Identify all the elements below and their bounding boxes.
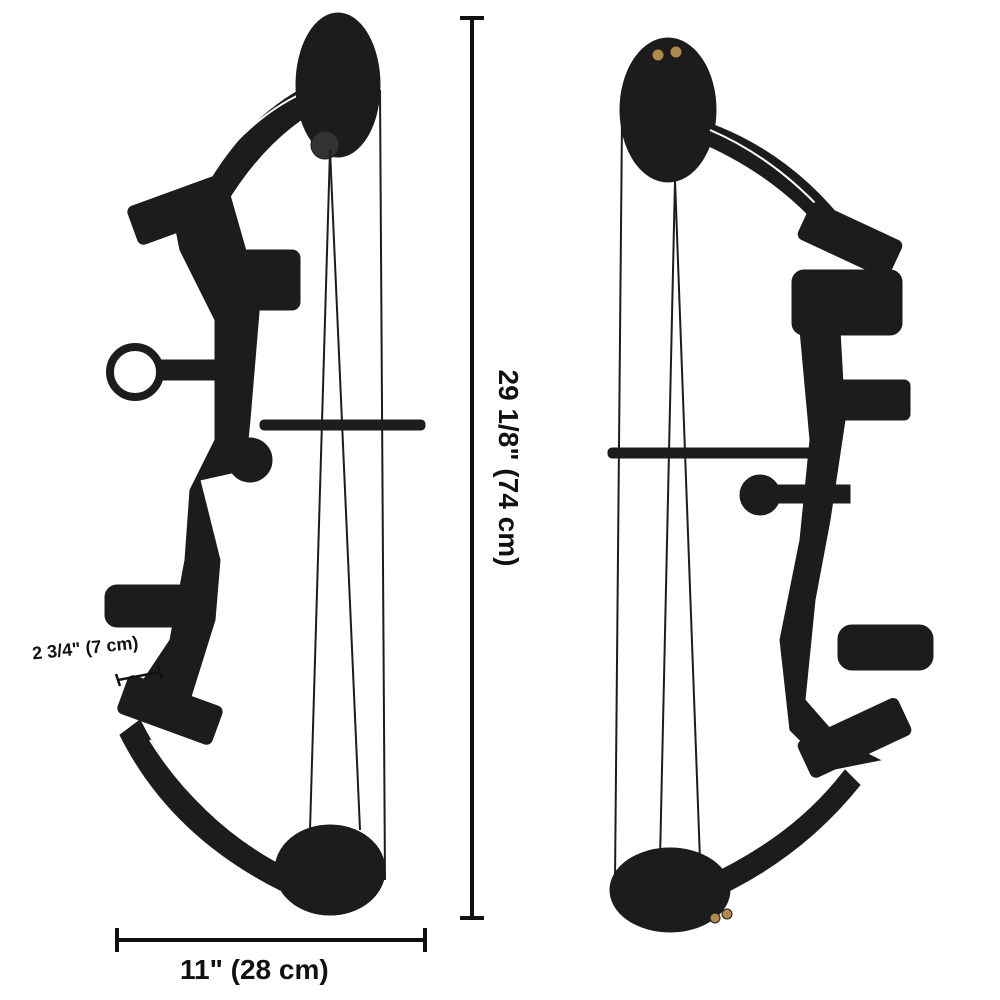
left-bow [104,12,426,916]
bottom-cam [609,847,731,933]
axle-to-axle-label: 29 1/8" (74 cm) [493,369,524,567]
quiver [791,269,903,336]
stabilizer [104,584,191,628]
top-cam [295,12,381,158]
top-cam [619,37,717,183]
brace-height-line [114,665,164,687]
bow-sight [106,343,164,401]
width-dimension-line [115,928,427,952]
bottom-cam [274,824,386,916]
height-dimension-line [460,16,484,920]
stabilizer [837,624,934,671]
right-bow [607,37,934,933]
bow-width-label: 11" (28 cm) [180,954,329,985]
